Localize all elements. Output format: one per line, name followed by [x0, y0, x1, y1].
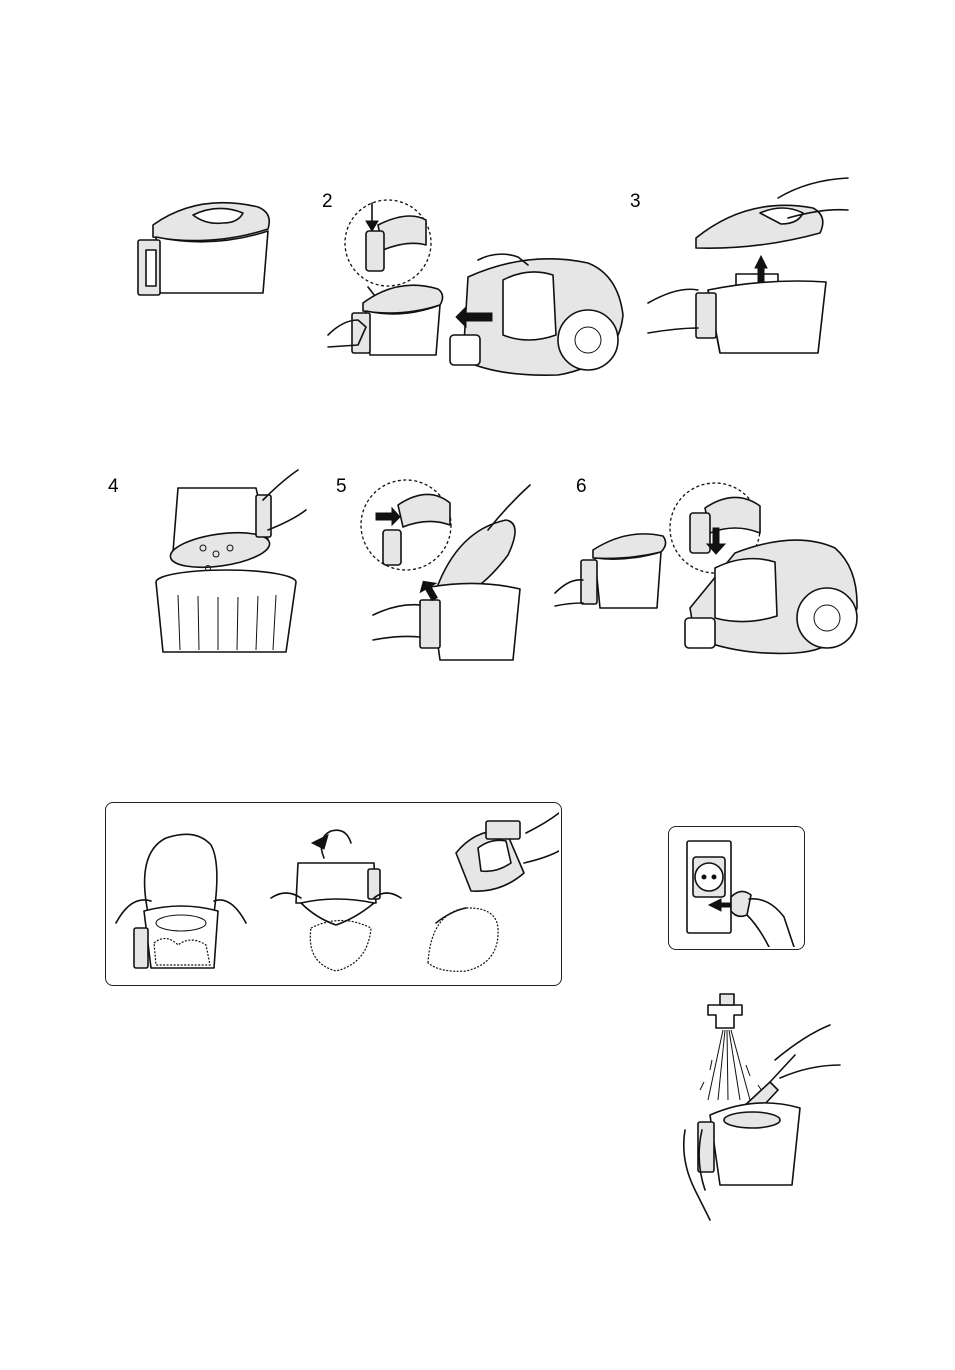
empty-bin-figure [148, 470, 308, 652]
lift-cover-figure [648, 178, 853, 358]
reinsert-dust-bin-illustration-icon [555, 478, 860, 658]
dust-bin-illustration-icon [128, 185, 278, 300]
bag-method-panel [105, 802, 562, 986]
remove-dust-bin-illustration-icon [328, 195, 628, 377]
unplug-panel [668, 826, 805, 950]
lift-cover-illustration-icon [648, 178, 853, 358]
refit-cover-figure [358, 475, 530, 665]
refit-cover-illustration-icon [358, 475, 530, 665]
bag-emptying-illustration-icon [106, 803, 559, 983]
dust-bin-figure [128, 185, 278, 300]
unplug-illustration-icon [669, 827, 802, 947]
remove-bin-figure [328, 195, 628, 377]
reinsert-bin-figure [555, 478, 860, 658]
step-number: 3 [630, 192, 641, 211]
wash-figure [680, 990, 850, 1220]
empty-into-trash-illustration-icon [148, 470, 308, 652]
wash-filter-illustration-icon [680, 990, 850, 1220]
step-number: 4 [108, 477, 119, 496]
step-number: 5 [336, 477, 347, 496]
